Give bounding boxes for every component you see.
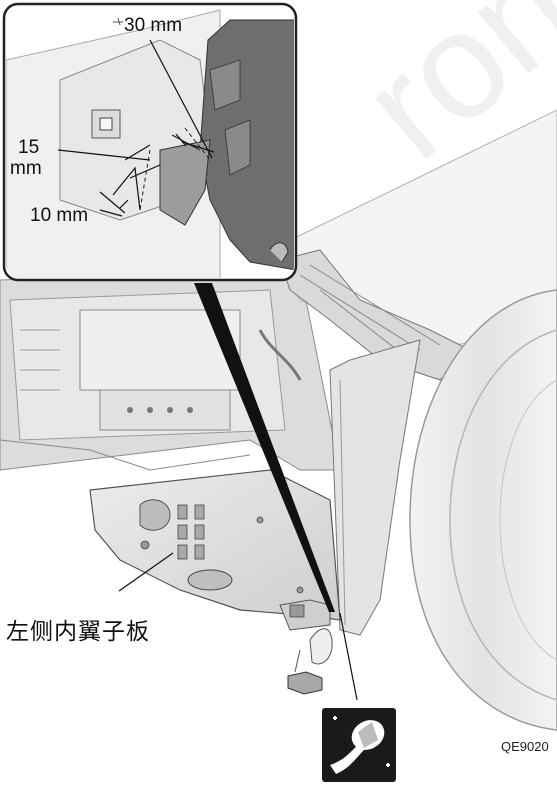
dimension-30mm-label: 30 mm xyxy=(124,15,183,36)
fender-panel xyxy=(329,339,421,636)
detail-inset xyxy=(2,2,298,282)
inset-pointer xyxy=(194,283,335,612)
leader-lines xyxy=(118,552,358,701)
splash-shield xyxy=(89,469,341,631)
clip-tab xyxy=(287,628,333,695)
figure-code-label: QE9020 xyxy=(501,739,549,754)
dimension-10mm-label: 10 mm xyxy=(30,205,89,226)
tire xyxy=(409,289,557,731)
scraper-tool-icon xyxy=(322,708,396,782)
dimension-15-unit-label: mm xyxy=(10,158,42,179)
engine-bay xyxy=(0,269,341,471)
hood-panel xyxy=(258,109,557,381)
part-name-label: 左侧内翼子板 xyxy=(6,619,150,645)
dimension-15-label: 15 xyxy=(18,137,40,158)
